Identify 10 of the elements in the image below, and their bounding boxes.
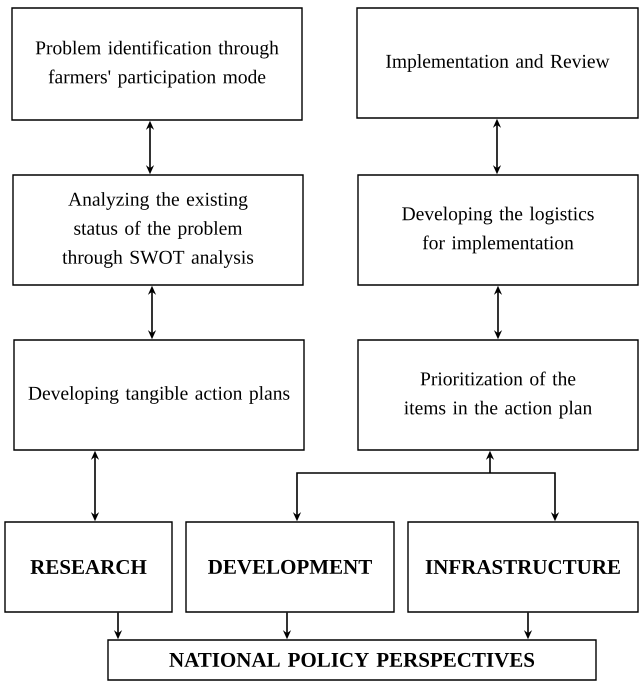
process-box: Developing the logistics for implementation — [357, 174, 639, 286]
process-box: Problem identification through farmers' participation mode — [11, 7, 303, 121]
category-box: DEVELOPMENT — [185, 521, 395, 613]
process-box: Prioritization of the items in the action plan — [357, 339, 639, 451]
category-box: INFRASTRUCTURE — [407, 521, 639, 613]
process-box: Developing tangible action plans — [13, 339, 305, 451]
policy-box: NATIONAL POLICY PERSPECTIVES — [107, 639, 597, 681]
category-box: RESEARCH — [4, 521, 173, 613]
process-box: Implementation and Review — [356, 7, 639, 119]
process-box: Analyzing the existing status of the problem through SWOT analysis — [12, 174, 304, 286]
